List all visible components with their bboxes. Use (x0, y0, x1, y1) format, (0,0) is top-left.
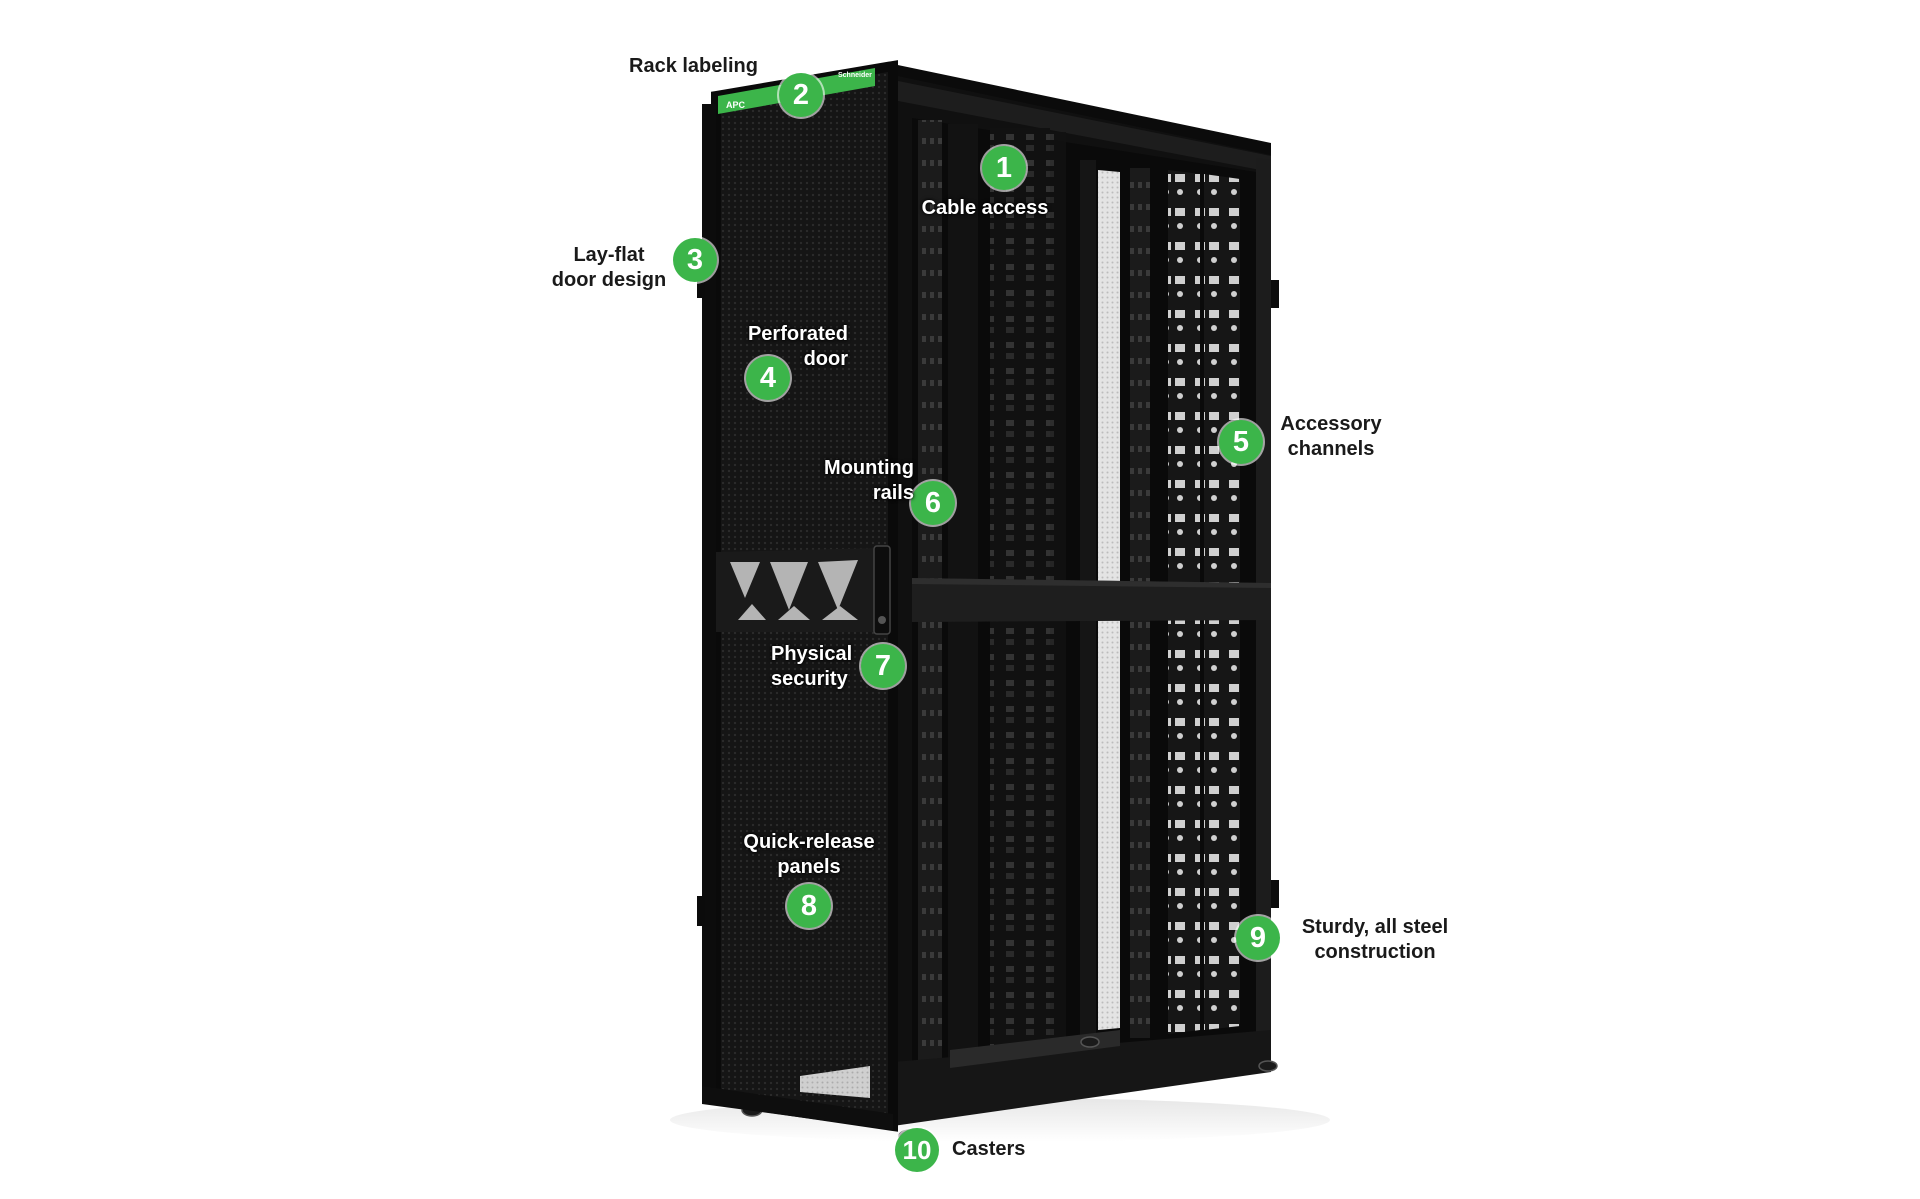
callout-label-cable-access: Cable access (921, 197, 1049, 219)
callout-marker-8: 8 (787, 884, 831, 928)
callout-marker-6: 6 (911, 481, 955, 525)
callout-label-physical-security: Physical security (771, 643, 853, 690)
callout-marker-2: 2 (779, 73, 823, 117)
rack-bottom-inner (950, 1030, 1120, 1068)
door-hinge-top (697, 272, 705, 298)
callout-marker-4: 4 (746, 356, 790, 400)
callout-marker-1: 1 (982, 146, 1026, 190)
callout-marker-3: 3 (673, 238, 717, 282)
callout-label-accessory-channels: Accessory channels (1280, 413, 1382, 460)
door-lock (878, 616, 886, 624)
rack-base (702, 1086, 893, 1130)
door-floor-glimpse (800, 1066, 870, 1098)
brand-logo-right: Schneider (838, 72, 872, 79)
callout-label-rack-labeling: Rack labeling (629, 55, 758, 77)
door-hinge-edge (702, 104, 716, 1104)
callout-marker-10: 10 (895, 1128, 939, 1172)
callout-label-mounting-rails: Mounting rails (824, 457, 914, 504)
right-latch-top (1271, 280, 1279, 308)
door-truss-cutouts (730, 560, 858, 620)
callout-marker-7: 7 (861, 644, 905, 688)
rack-top-beam (893, 80, 1271, 172)
callout-label-perforated-door: Perforated door (747, 323, 848, 370)
door-handle (873, 545, 891, 635)
rack-crossbar (912, 578, 1271, 622)
callout-marker-5: 5 (1219, 420, 1263, 464)
callout-label-sturdy-construction: Sturdy, all steel construction (1301, 916, 1449, 963)
rack-crossbar-top (912, 578, 1271, 588)
right-latch-bottom (1271, 880, 1279, 908)
callout-label-casters: Casters (952, 1138, 1026, 1160)
callout-marker-9: 9 (1236, 916, 1280, 960)
door-hinge-bottom (697, 896, 705, 926)
brand-logo-left: APC (726, 100, 746, 110)
callout-label-lay-flat-door: Lay-flat door design (551, 244, 667, 291)
callout-label-quick-release-panels: Quick-release panels (743, 831, 875, 878)
